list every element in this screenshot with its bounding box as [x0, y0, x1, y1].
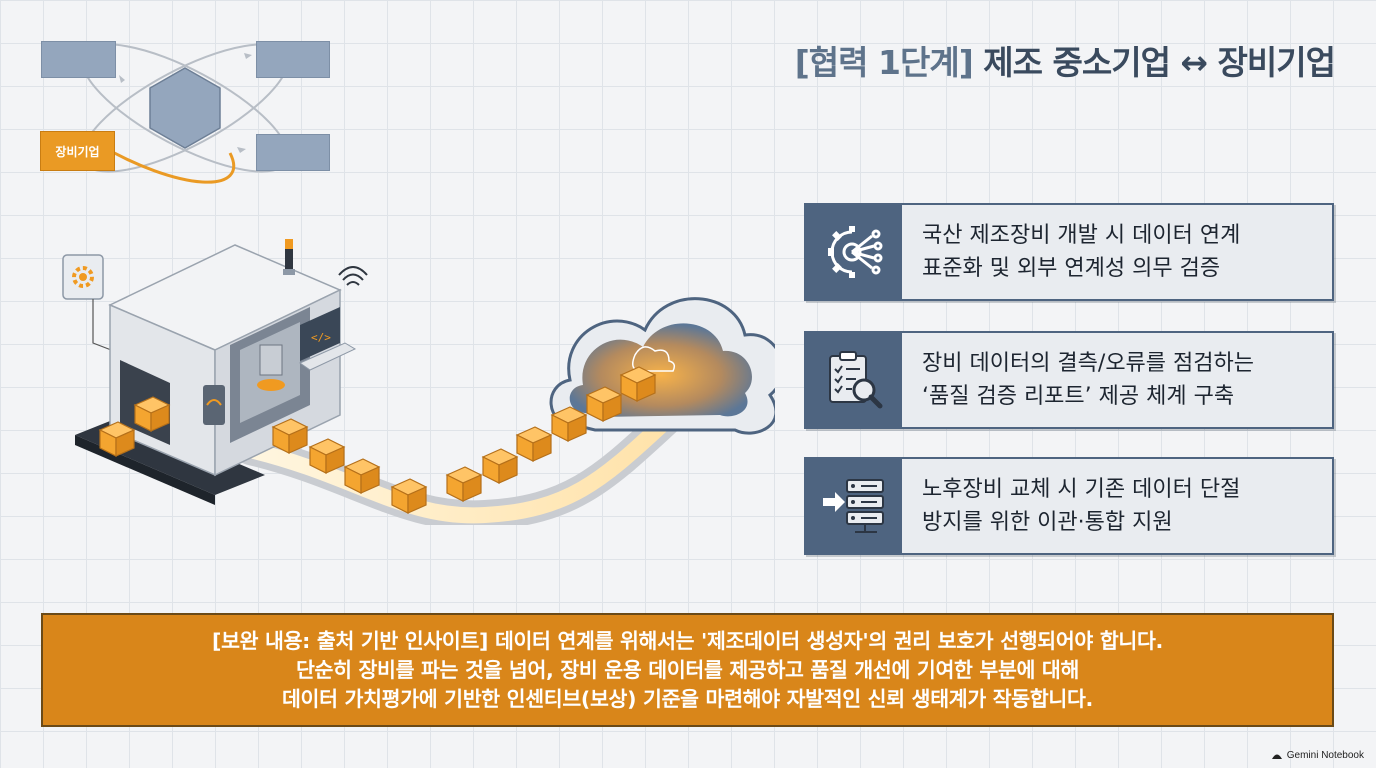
card-line-2: ‘품질 검증 리포트’ 제공 체계 구축 — [922, 384, 1235, 409]
data-box — [585, 386, 623, 422]
data-box — [481, 448, 519, 484]
wifi-icon — [338, 266, 368, 286]
data-box — [390, 478, 428, 514]
network-orbits — [80, 43, 290, 184]
data-box — [515, 426, 553, 462]
card-line-2: 표준화 및 외부 연계성 의무 검증 — [922, 256, 1221, 281]
data-box — [133, 396, 171, 432]
feature-card-data-standard: 국산 제조장비 개발 시 데이터 연계 표준화 및 외부 연계성 의무 검증 — [804, 203, 1334, 301]
data-box — [550, 406, 588, 442]
watermark-text: Gemini Notebook — [1286, 750, 1364, 761]
equipment-company-label: 장비기업 — [55, 144, 100, 159]
network-node-equipment-company: 장비기업 — [40, 131, 115, 171]
data-boxes — [98, 366, 657, 514]
server-migration-icon — [806, 459, 902, 553]
gear-network-icon — [806, 205, 902, 299]
factory-illustration-svg: </> — [62, 239, 784, 531]
card-text: 국산 제조장비 개발 시 데이터 연계 표준화 및 외부 연계성 의무 검증 — [902, 205, 1332, 299]
data-box — [98, 421, 136, 457]
signal-tower — [283, 239, 295, 275]
data-box — [445, 466, 483, 502]
data-box — [619, 366, 657, 402]
title-stage: [협력 1단계] — [794, 43, 974, 82]
banner-line-3: 데이터 가치평가에 기반한 인센티브(보상) 기준을 마련해야 자발적인 신뢰 … — [282, 686, 1093, 711]
banner-line-1: [보완 내용: 출처 기반 인사이트] 데이터 연계를 위해서는 '제조데이터 … — [212, 628, 1163, 653]
card-line-1: 노후장비 교체 시 기존 데이터 단절 — [922, 477, 1241, 502]
code-terminal: </> — [298, 307, 357, 371]
feature-card-data-migration: 노후장비 교체 시 기존 데이터 단절 방지를 위한 이관·통합 지원 — [804, 457, 1334, 555]
watermark: Gemini Notebook — [1271, 750, 1364, 761]
code-icon: </> — [311, 331, 331, 344]
cloud-icon — [549, 297, 784, 435]
feature-card-quality-report: 장비 데이터의 결측/오류를 점검하는 ‘품질 검증 리포트’ 제공 체계 구축 — [804, 331, 1334, 429]
insight-banner: [보완 내용: 출처 기반 인사이트] 데이터 연계를 위해서는 '제조데이터 … — [41, 613, 1334, 727]
card-line-1: 국산 제조장비 개발 시 데이터 연계 — [922, 223, 1241, 248]
data-box — [343, 458, 381, 494]
card-text: 노후장비 교체 시 기존 데이터 단절 방지를 위한 이관·통합 지원 — [902, 459, 1332, 553]
card-line-2: 방지를 위한 이관·통합 지원 — [922, 510, 1173, 535]
title-main: 제조 중소기업 ↔ 장비기업 — [983, 43, 1336, 82]
card-text: 장비 데이터의 결측/오류를 점검하는 ‘품질 검증 리포트’ 제공 체계 구축 — [902, 333, 1332, 427]
data-box — [271, 418, 309, 454]
card-line-1: 장비 데이터의 결측/오류를 점검하는 — [922, 351, 1254, 376]
checklist-search-icon — [806, 333, 902, 427]
data-box — [308, 438, 346, 474]
banner-line-2: 단순히 장비를 파는 것을 넘어, 장비 운용 데이터를 제공하고 품질 개선에… — [295, 657, 1080, 682]
network-node-top-left — [41, 41, 116, 78]
collaboration-network-diagram: 장비기업 — [30, 25, 350, 195]
gear-callout-icon — [62, 254, 120, 354]
page-title: [협력 1단계] 제조 중소기업 ↔ 장비기업 — [600, 36, 1336, 84]
network-node-bottom-right — [256, 134, 330, 171]
factory-to-cloud-illustration: </> — [55, 225, 784, 531]
notebook-logo-icon — [1271, 754, 1282, 759]
network-node-top-right — [256, 41, 330, 78]
